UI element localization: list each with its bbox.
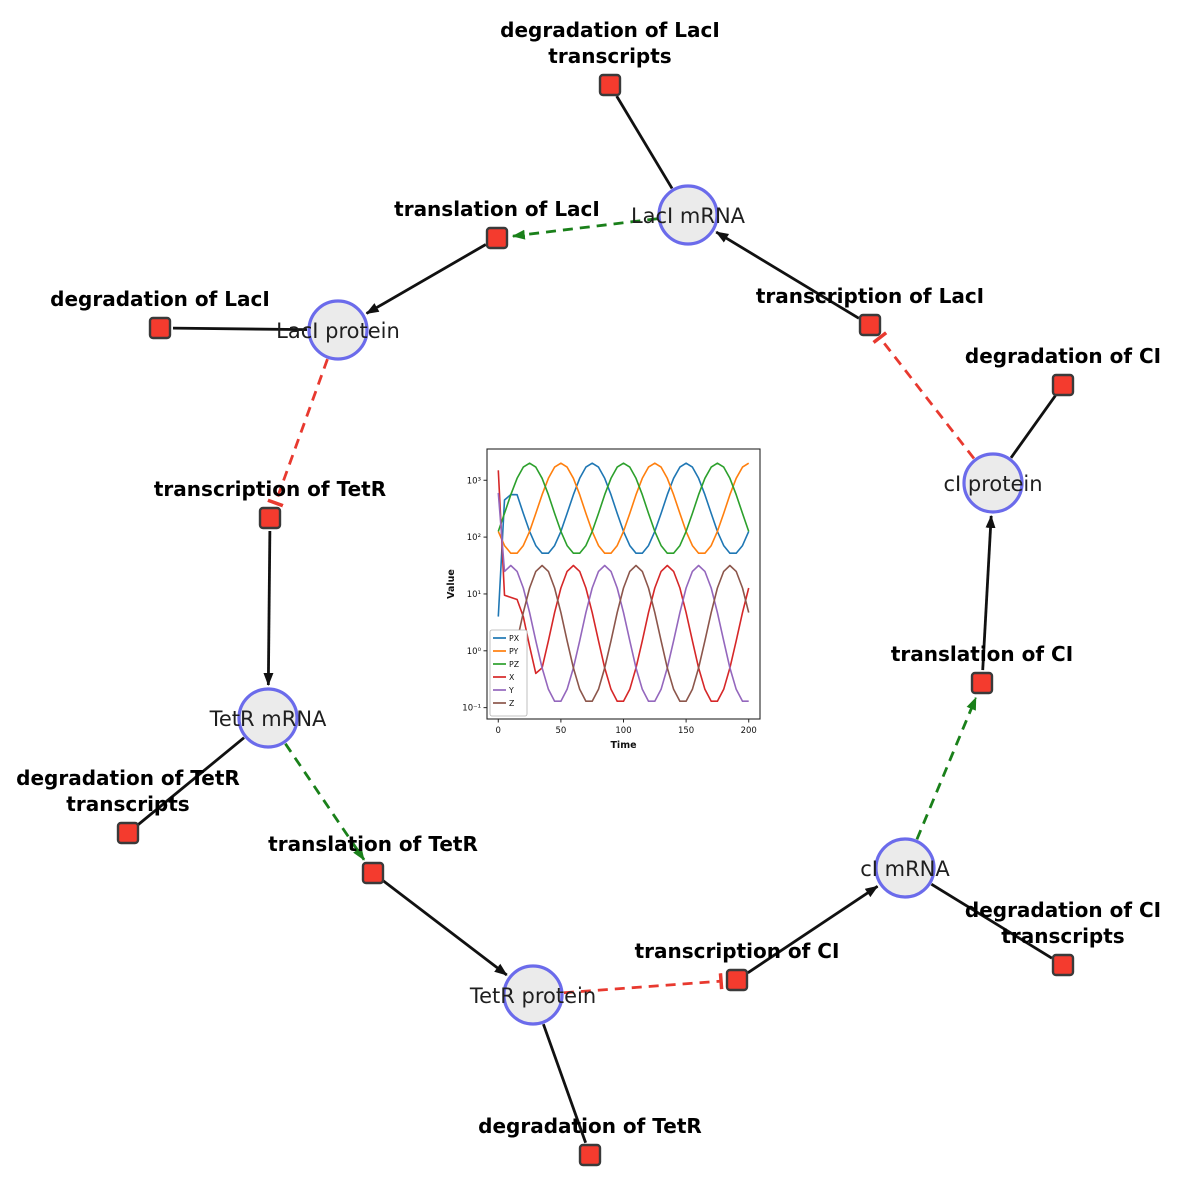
edge-production-tc_tetr-tetr_mrna (263, 530, 274, 687)
reaction-node-tc_tetr[interactable] (258, 506, 282, 530)
reaction-label-deg_laci_prot: degradation of LacI (50, 287, 270, 311)
reaction-label-tc_ci: transcription of CI (635, 939, 840, 963)
plot-legend: PX PY PZ XYZ (489, 629, 528, 717)
reaction-label-tc_laci: transcription of LacI (756, 284, 984, 308)
edge-modifier-ci_mrna-tl_ci (915, 696, 978, 840)
reaction-label-deg_ci_prot: degradation of CI (965, 344, 1161, 368)
reaction-node-deg_ci_mrna[interactable] (1051, 953, 1075, 977)
series-line-Y (497, 492, 749, 702)
plot-series-layer (497, 462, 750, 702)
plot-axes: 0 50 100 150 200 10⁻¹ 10⁰ 10¹ 10² 10³ (462, 476, 757, 736)
edge-inhibition-ci_protein-tc_laci (872, 331, 976, 460)
x-tick-label: 50 (555, 726, 566, 736)
edge-production-tl_ci-ci_protein (981, 514, 996, 671)
reaction-node-tc_laci[interactable] (858, 313, 882, 337)
series-line-PZ (497, 462, 750, 554)
series-line-Z (497, 564, 750, 702)
plot-background (487, 449, 760, 719)
species-node-ci_mrna[interactable] (874, 837, 936, 899)
reaction-node-deg_laci_mrna[interactable] (598, 73, 622, 97)
legend-label-X: X (509, 673, 515, 682)
x-axis-label: Time (610, 740, 636, 751)
y-tick-label: 10⁰ (467, 647, 482, 657)
species-label-ci_protein: cI protein (943, 472, 1042, 496)
species-node-laci_protein[interactable] (307, 299, 369, 361)
species-node-laci_mrna[interactable] (657, 184, 719, 246)
reaction-label-tl_laci: translation of LacI (394, 197, 600, 221)
edge-consumption-laci_mrna-deg_laci_mrna (615, 95, 674, 190)
species-node-tetr_protein[interactable] (502, 964, 564, 1026)
edges-layer (137, 95, 1057, 1144)
y-tick-label: 10² (467, 533, 481, 543)
edge-consumption-ci_mrna-deg_ci_mrna (930, 883, 1053, 960)
species-label-laci_protein: LacI protein (276, 319, 400, 343)
species-label-tetr_mrna: TetR mRNA (209, 707, 327, 731)
species-node-tetr_mrna[interactable] (237, 687, 299, 749)
legend-label-PZ: PZ (509, 660, 519, 669)
species-label-tetr_protein: TetR protein (469, 984, 596, 1008)
edge-modifier-laci_mrna-tl_laci (511, 217, 658, 240)
legend-label-Y: Y (508, 686, 514, 695)
species-label-ci_mrna: cI mRNA (860, 857, 950, 881)
edge-modifier-tetr_mrna-tl_tetr (284, 742, 366, 861)
reaction-node-tc_ci[interactable] (725, 968, 749, 992)
edge-production-tc_laci-laci_mrna (715, 230, 860, 320)
reaction-node-deg_tetr_mrna[interactable] (116, 821, 140, 845)
edge-consumption-tetr_mrna-deg_tetr_mrna (137, 736, 245, 826)
edge-inhibition-laci_protein-tc_tetr (267, 358, 329, 508)
x-tick-label: 150 (678, 726, 694, 736)
edge-production-tl_tetr-tetr_protein (382, 879, 508, 977)
y-tick-label: 10¹ (467, 590, 481, 600)
reaction-node-tl_tetr[interactable] (361, 861, 385, 885)
species-label-laci_mrna: LacI mRNA (631, 204, 746, 228)
reaction-label-tc_tetr: transcription of TetR (154, 477, 386, 501)
legend-label-PX: PX (509, 634, 520, 643)
reaction-node-tl_laci[interactable] (485, 226, 509, 250)
reaction-label-deg_tetr_prot: degradation of TetR (478, 1114, 702, 1138)
legend-label-PY: PY (509, 647, 519, 656)
edge-consumption-laci_protein-deg_laci_prot (172, 326, 308, 332)
x-tick-label: 100 (615, 726, 631, 736)
series-line-X (497, 470, 750, 702)
species-node-ci_protein[interactable] (962, 452, 1024, 514)
reaction-node-deg_tetr_prot[interactable] (578, 1143, 602, 1167)
reaction-node-deg_ci_prot[interactable] (1051, 373, 1075, 397)
nodes-layer (116, 73, 1075, 1167)
edge-inhibition-tetr_protein-tc_ci (563, 973, 724, 995)
edge-consumption-ci_protein-deg_ci_prot (1009, 394, 1057, 459)
x-tick-label: 200 (741, 726, 757, 736)
reaction-label-tl_ci: translation of CI (891, 642, 1073, 666)
y-tick-label: 10⁻¹ (462, 704, 481, 714)
edge-production-tl_laci-laci_protein (365, 243, 487, 315)
edge-consumption-tetr_protein-deg_tetr_prot (542, 1023, 587, 1144)
legend-label-Z: Z (509, 699, 514, 708)
reaction-label-tl_tetr: translation of TetR (268, 832, 478, 856)
x-tick-label: 0 (496, 726, 501, 736)
reaction-node-deg_laci_prot[interactable] (148, 316, 172, 340)
series-line-PY (497, 462, 750, 554)
y-axis-label: Value (446, 569, 457, 599)
y-tick-label: 10³ (467, 476, 481, 486)
edge-production-tc_ci-ci_mrna (747, 885, 879, 974)
reaction-node-tl_ci[interactable] (970, 671, 994, 695)
